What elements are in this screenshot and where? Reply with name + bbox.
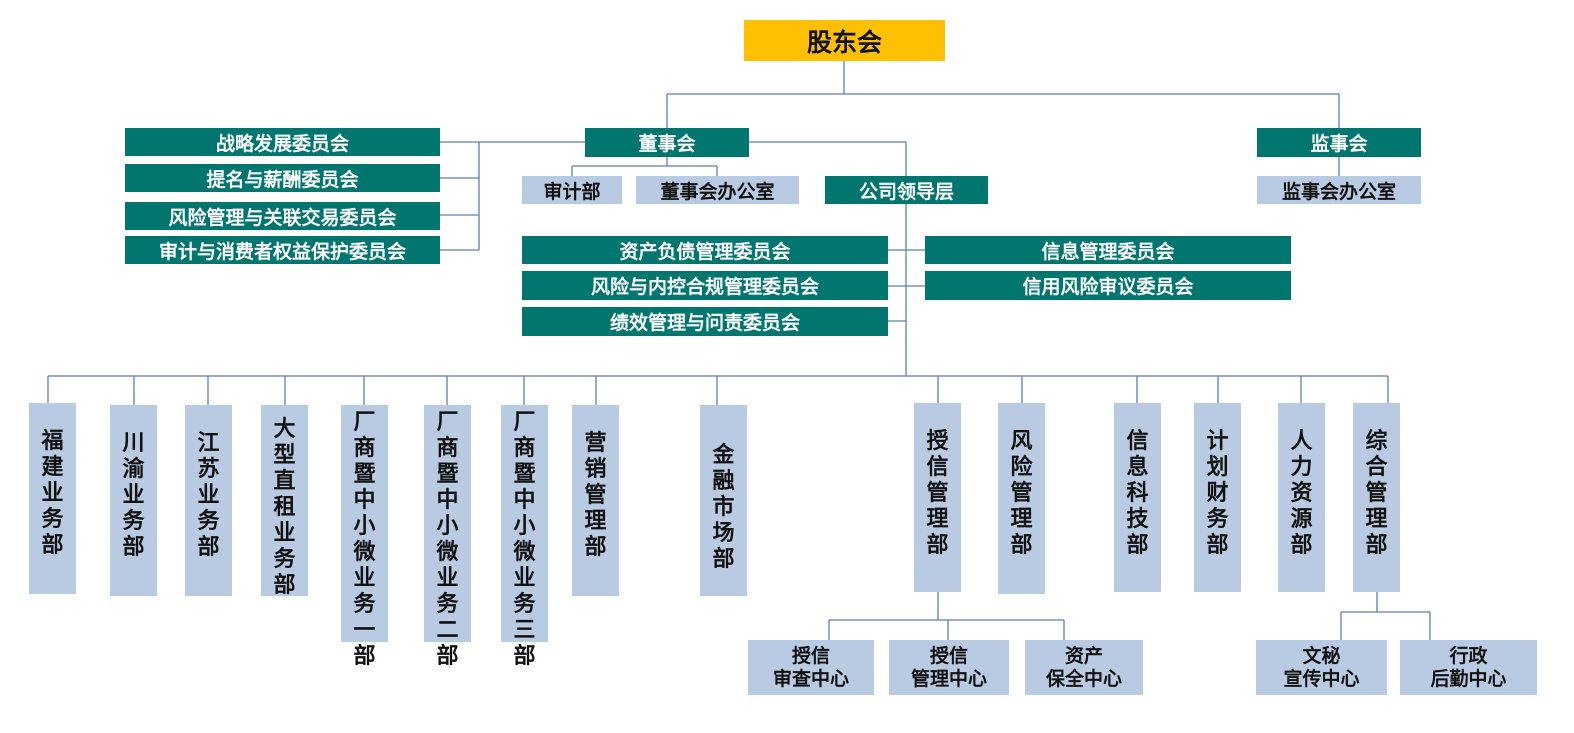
dept-label: 授信管理部: [926, 429, 949, 558]
dept-label: 福建业务部: [41, 429, 64, 558]
dept-box: 综合管理部: [1353, 403, 1400, 592]
center-line2: 管理中心: [910, 667, 987, 690]
board-committee-audit: 审计与消费者权益保护委员会: [125, 236, 440, 264]
credit-center-box: 资产 保全中心: [1025, 640, 1143, 695]
mgmt-committee-information: 信息管理委员会: [925, 236, 1291, 264]
dept-box: 大型直租业务部: [261, 405, 308, 598]
dept-box: 厂商暨中小微业务三部: [501, 405, 548, 669]
mgmt-committee-compliance: 风险与内控合规管理委员会: [522, 271, 888, 300]
supervisory-box: 监事会: [1257, 128, 1421, 157]
dept-box: 厂商暨中小微业务一部: [341, 405, 388, 669]
dept-box: 风险管理部: [998, 403, 1045, 594]
dept-box: 福建业务部: [29, 403, 76, 594]
dept-label: 金融市场部: [712, 443, 735, 572]
center-line1: 资产: [1064, 644, 1103, 667]
dept-label: 计划财务部: [1206, 429, 1229, 558]
dept-label: 营销管理部: [584, 431, 607, 560]
connector: [47, 376, 1389, 405]
mgmt-committee-alm: 资产负债管理委员会: [522, 236, 888, 264]
connector: [440, 141, 585, 251]
center-line1: 文秘: [1302, 644, 1341, 667]
supervisory-office-box: 监事会办公室: [1257, 176, 1421, 204]
mgmt-committee-credit-risk: 信用风险审议委员会: [925, 271, 1291, 300]
board-committee-nomination: 提名与薪酬委员会: [125, 164, 440, 192]
dept-label: 厂商暨中小微业务二部: [436, 410, 459, 669]
center-line1: 授信: [791, 644, 830, 667]
credit-center-box: 授信 审查中心: [748, 640, 874, 695]
shareholders-box: 股东会: [744, 20, 945, 61]
admin-center-box: 行政 后勤中心: [1400, 640, 1537, 695]
center-line1: 授信: [929, 644, 968, 667]
center-line2: 审查中心: [772, 667, 849, 690]
dept-box: 厂商暨中小微业务二部: [424, 405, 471, 669]
dept-box: 江苏业务部: [185, 405, 232, 596]
dept-label: 大型直租业务部: [273, 417, 296, 598]
board-committee-risk: 风险管理与关联交易委员会: [125, 202, 440, 230]
dept-box: 信息科技部: [1114, 403, 1161, 592]
dept-label: 厂商暨中小微业务一部: [353, 410, 376, 669]
dept-box: 营销管理部: [572, 405, 619, 596]
dept-label: 川渝业务部: [122, 431, 145, 560]
dept-label: 江苏业务部: [197, 431, 220, 560]
dept-label: 风险管理部: [1010, 429, 1033, 558]
board-committee-strategy: 战略发展委员会: [125, 128, 440, 156]
connector: [571, 157, 718, 176]
connector: [1340, 592, 1431, 640]
credit-center-box: 授信 管理中心: [889, 640, 1009, 695]
center-line2: 宣传中心: [1283, 667, 1360, 690]
dept-label: 信息科技部: [1126, 429, 1149, 558]
leadership-box: 公司领导层: [825, 176, 988, 204]
dept-label: 人力资源部: [1290, 429, 1313, 558]
dept-box: 金融市场部: [700, 405, 747, 596]
dept-label: 厂商暨中小微业务三部: [513, 410, 536, 669]
dept-box: 授信管理部: [914, 403, 961, 592]
center-line2: 保全中心: [1045, 667, 1122, 690]
dept-box: 计划财务部: [1194, 403, 1241, 592]
connector: [888, 249, 925, 322]
center-line1: 行政: [1449, 644, 1488, 667]
dept-label: 综合管理部: [1365, 429, 1388, 558]
audit-dept-box: 审计部: [522, 176, 622, 204]
dept-box: 人力资源部: [1278, 403, 1325, 592]
center-line2: 后勤中心: [1430, 667, 1507, 690]
connector: [749, 141, 907, 176]
board-box: 董事会: [585, 128, 749, 157]
connector: [666, 61, 1340, 128]
connector: [828, 592, 1065, 640]
dept-box: 川渝业务部: [110, 405, 157, 596]
admin-center-box: 文秘 宣传中心: [1256, 640, 1387, 695]
board-office-box: 董事会办公室: [636, 176, 799, 204]
mgmt-committee-performance: 绩效管理与问责委员会: [522, 307, 888, 336]
